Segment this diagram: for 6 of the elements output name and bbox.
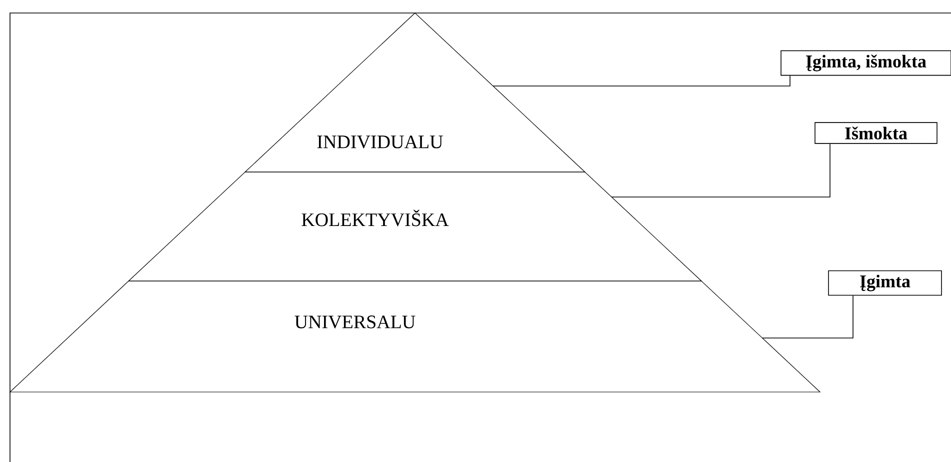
leader-line xyxy=(492,75,790,86)
label-box: Įgimta, išmokta xyxy=(780,50,951,76)
leader-line xyxy=(611,143,830,198)
label-box: Įgimta xyxy=(828,270,942,296)
leader-line xyxy=(762,295,854,338)
label-box: Išmokta xyxy=(814,122,938,144)
